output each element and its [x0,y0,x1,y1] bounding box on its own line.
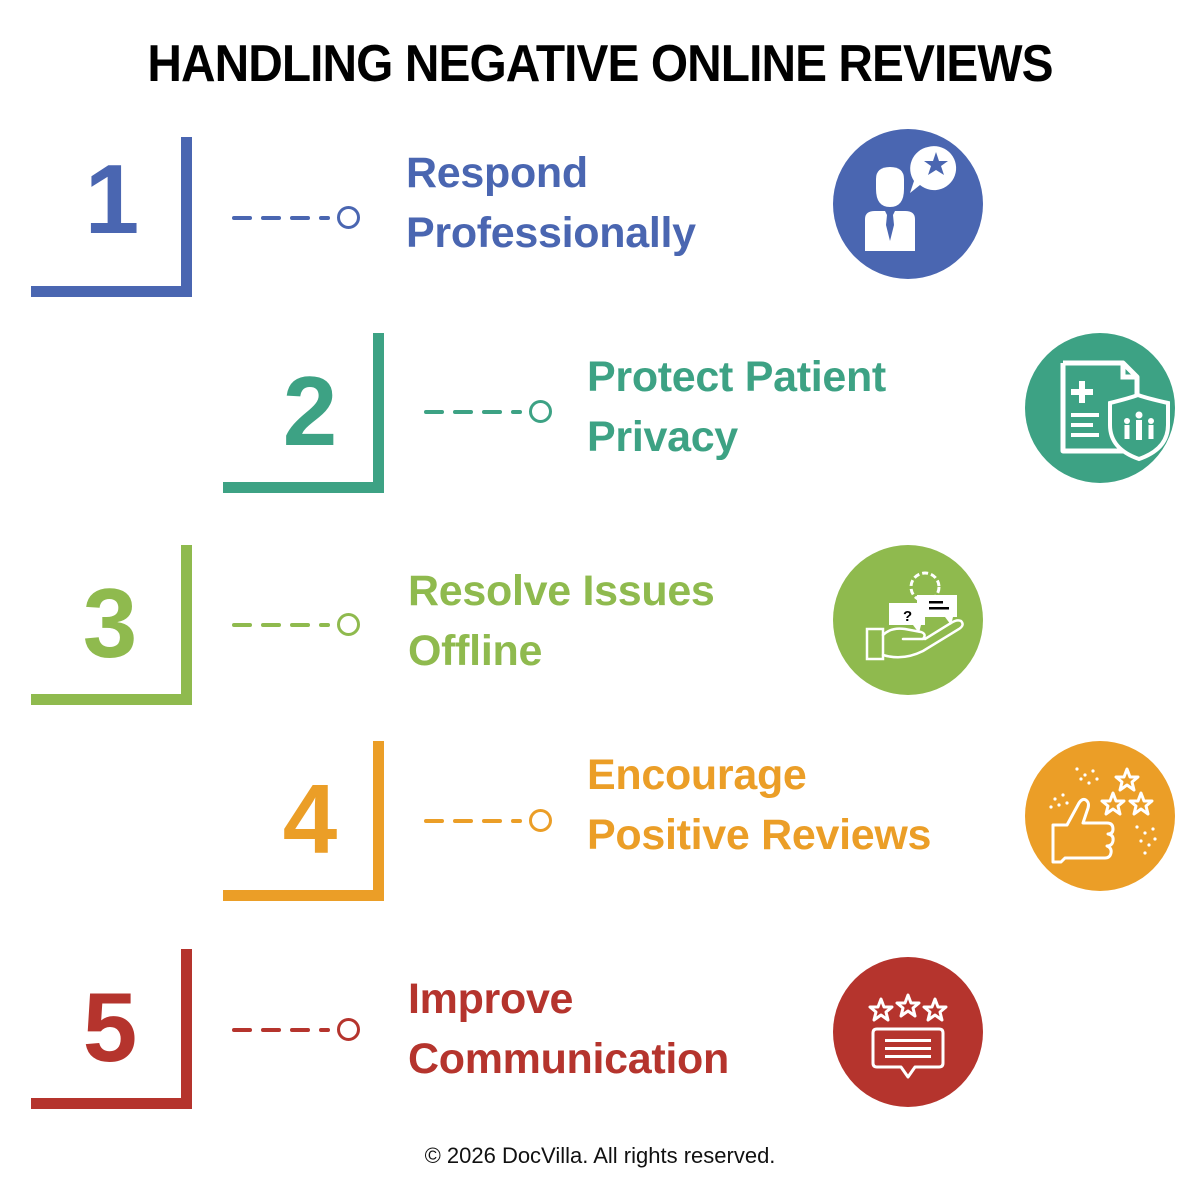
step-title-line2: Professionally [406,209,696,257]
medical-record-shield-icon [1025,333,1175,483]
connector-node-icon [529,809,552,832]
step-title-line1: Protect Patient [587,353,886,401]
dashed-connector [232,1018,367,1042]
step-number: 1 [84,144,140,254]
step-title-line1: Improve [408,975,574,1023]
step-title-line1: Encourage [587,751,807,799]
connector-node-icon [337,206,360,229]
connector-node-icon [529,400,552,423]
star-rating-message-icon [833,957,983,1107]
svg-text:?: ? [903,608,912,625]
connector-node-icon [337,613,360,636]
step-title: Resolve Issues Offline [408,561,715,681]
step-number: 3 [82,568,138,678]
step-number: 4 [282,764,338,874]
hand-chat-gear-icon: ? [833,545,983,695]
step-5: 5 Improve Communication [0,949,1200,1114]
step-2: 2 Protect Patient Privacy [0,333,1200,498]
step-number: 2 [282,356,338,466]
step-title-line2: Offline [408,627,543,675]
step-bracket [223,333,384,493]
step-bracket [31,949,192,1109]
step-title-line2: Privacy [587,413,738,461]
professional-user-star-icon [833,129,983,279]
step-number: 5 [82,972,138,1082]
step-title-line2: Positive Reviews [587,811,932,859]
step-bracket [31,137,192,297]
step-bracket [223,741,384,901]
dashed-connector [424,400,559,424]
copyright-footer: © 2026 DocVilla. All rights reserved. [424,1143,776,1168]
dashed-connector [232,613,367,637]
dashed-connector [232,206,367,230]
step-title-line2: Communication [408,1035,729,1083]
step-title-line1: Respond [406,149,588,197]
step-bracket [31,545,192,705]
step-title: Improve Communication [408,969,729,1089]
step-title-line1: Resolve Issues [408,567,715,615]
thumbs-up-stars-icon [1025,741,1175,891]
step-title: Protect Patient Privacy [587,347,886,467]
page-title: HANDLING NEGATIVE ONLINE REVIEWS [147,35,1053,93]
step-4: 4 Encourage Positive Reviews [0,741,1200,906]
step-title: Respond Professionally [406,143,696,263]
step-3: 3 Resolve Issues Offline ? [0,545,1200,710]
step-title: Encourage Positive Reviews [587,745,931,865]
dashed-connector [424,809,559,833]
connector-node-icon [337,1018,360,1041]
step-1: 1 Respond Professionally [0,129,1200,302]
